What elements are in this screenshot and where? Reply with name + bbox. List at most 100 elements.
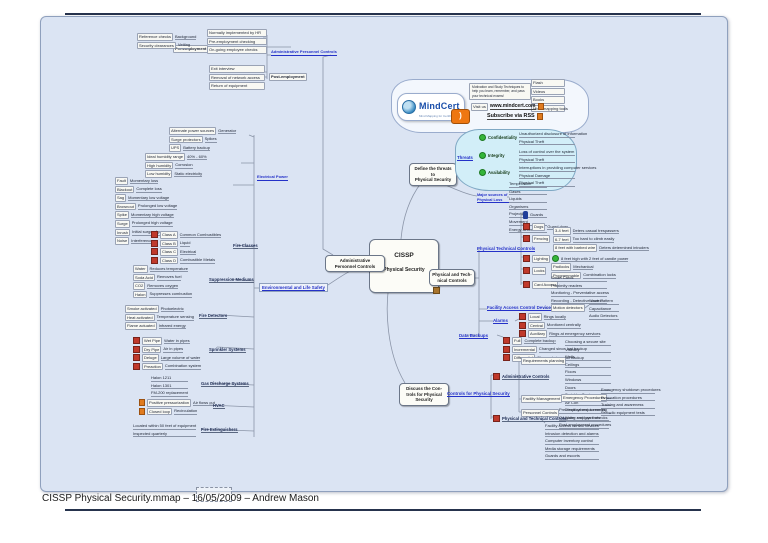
- topic-facility-management[interactable]: Facility Management: [521, 395, 562, 403]
- topic-post-employment[interactable]: Post-employment: [269, 73, 307, 81]
- topic-name[interactable]: Blackout: [115, 185, 135, 194]
- cia-integrity[interactable]: Integrity: [488, 153, 505, 158]
- map-topic[interactable]: Wave Pattern: [589, 298, 619, 305]
- label-hvac[interactable]: HVAC: [213, 403, 225, 409]
- map-topic[interactable]: Doors: [565, 385, 611, 392]
- topic-define-threats[interactable]: Define the threats to Physical Security: [409, 163, 457, 186]
- map-topic[interactable]: Physical Damage: [519, 173, 575, 180]
- topic-name[interactable]: Surge protectors: [169, 135, 203, 144]
- branch-electrical-power[interactable]: Electrical Power: [257, 174, 288, 181]
- topic-lighting[interactable]: Lighting: [532, 255, 551, 263]
- map-topic[interactable]: Halon 1211: [151, 375, 188, 382]
- map-topic[interactable]: Loss of control over the system: [519, 149, 575, 156]
- topic-phys-controls[interactable]: Physical and Technical Controls: [502, 415, 567, 422]
- mindcert-logo-node[interactable]: MindCert Mind Mapping for Certification: [397, 93, 465, 121]
- topic-emergency-procedures[interactable]: Emergency Procedures: [561, 394, 607, 402]
- map-topic[interactable]: Ceilings: [565, 362, 611, 369]
- topic-motion-detectors[interactable]: Motion detectors: [551, 304, 585, 312]
- map-topic[interactable]: Post-employment procedures: [559, 422, 612, 429]
- map-topic[interactable]: Interruptions in providing computer serv…: [519, 165, 597, 172]
- topic-name[interactable]: Brownout: [115, 202, 136, 211]
- branch-controls[interactable]: Controls for Physical Security: [447, 391, 510, 398]
- map-topic[interactable]: Mind-mapping tools: [531, 104, 568, 113]
- topic-name[interactable]: 6-7 feet: [553, 235, 571, 244]
- map-topic[interactable]: Unauthorized disclosure of information: [519, 131, 588, 138]
- branch-data-backups[interactable]: Data Backups: [459, 333, 489, 340]
- map-topic[interactable]: Located within 50 feet of equipment: [133, 423, 197, 430]
- map-topic[interactable]: Choosing a secure site: [565, 339, 611, 346]
- topic-name[interactable]: Dry Pipe: [142, 345, 162, 354]
- map-topic[interactable]: Guards and escorts: [545, 453, 599, 460]
- map-topic[interactable]: Monitoring - Preventative access: [551, 290, 610, 297]
- topic-name[interactable]: Inrush: [115, 228, 131, 237]
- topic-name[interactable]: Flame actuated: [125, 322, 157, 330]
- topic-personnel-controls[interactable]: Personnel Controls: [521, 409, 560, 417]
- map-topic[interactable]: Physical Theft: [519, 180, 575, 187]
- topic-name[interactable]: Preaction: [142, 362, 163, 371]
- map-topic[interactable]: Normally implemented by HR: [207, 29, 267, 37]
- label-extinguishers[interactable]: Fire Extinguishers: [201, 427, 238, 433]
- topic-name[interactable]: High humidity: [145, 161, 174, 170]
- topic-name[interactable]: Surge: [115, 219, 130, 228]
- topic-admin-controls[interactable]: Administrative Controls: [502, 373, 550, 380]
- map-topic[interactable]: Organisms: [509, 204, 547, 211]
- branch-access-devices[interactable]: Facility Access Control Devices: [487, 305, 554, 312]
- map-topic[interactable]: Books: [531, 96, 565, 104]
- topic-guards[interactable]: Guards: [530, 211, 544, 219]
- map-topic[interactable]: Removal of network access: [209, 73, 265, 82]
- topic-fencing[interactable]: Fencing: [532, 235, 551, 243]
- topic-name[interactable]: Alternate power sources: [169, 127, 217, 135]
- rss-icon[interactable]: ): [451, 109, 470, 124]
- map-topic[interactable]: Intrusion detection and alarms: [545, 430, 599, 438]
- map-topic[interactable]: Gases: [509, 189, 547, 196]
- map-topic[interactable]: FM-200 replacement: [151, 390, 188, 397]
- topic-name[interactable]: UPS: [169, 144, 182, 152]
- topic-name[interactable]: Water: [133, 265, 148, 273]
- branch-alarms[interactable]: Alarms: [493, 318, 508, 325]
- map-topic[interactable]: Physical Theft: [519, 157, 575, 164]
- topic-name[interactable]: CO2: [133, 282, 146, 290]
- map-topic[interactable]: Flash: [531, 79, 565, 87]
- map-topic[interactable]: Smart Cards: [551, 275, 607, 282]
- map-topic[interactable]: On-going employee checks: [559, 414, 609, 422]
- map-topic[interactable]: Air Con: [565, 400, 611, 407]
- cia-availability[interactable]: Availability: [488, 170, 510, 175]
- branch-threats[interactable]: Threats: [457, 155, 473, 162]
- topic-name[interactable]: Auxiliary: [528, 330, 548, 338]
- map-topic[interactable]: Emergency shutdown procedures: [601, 387, 661, 394]
- topic-name[interactable]: Reference checks: [137, 33, 174, 41]
- label-fire-detectors[interactable]: Fire Detectors: [199, 313, 228, 319]
- map-topic[interactable]: Capacitance: [589, 306, 619, 313]
- map-topic[interactable]: Training and awareness: [601, 402, 655, 409]
- topic-discuss-controls[interactable]: Discuss the Con- trols for Physical Secu…: [399, 383, 449, 406]
- map-topic[interactable]: Facility access control devices: [545, 423, 599, 430]
- map-topic[interactable]: Evacuation procedures: [601, 395, 655, 402]
- map-topic[interactable]: Pre-employment screening: [559, 407, 609, 414]
- map-topic[interactable]: Windows: [565, 377, 611, 384]
- topic-name[interactable]: Deluge: [142, 354, 159, 362]
- topic-name[interactable]: Programmable: [551, 271, 582, 280]
